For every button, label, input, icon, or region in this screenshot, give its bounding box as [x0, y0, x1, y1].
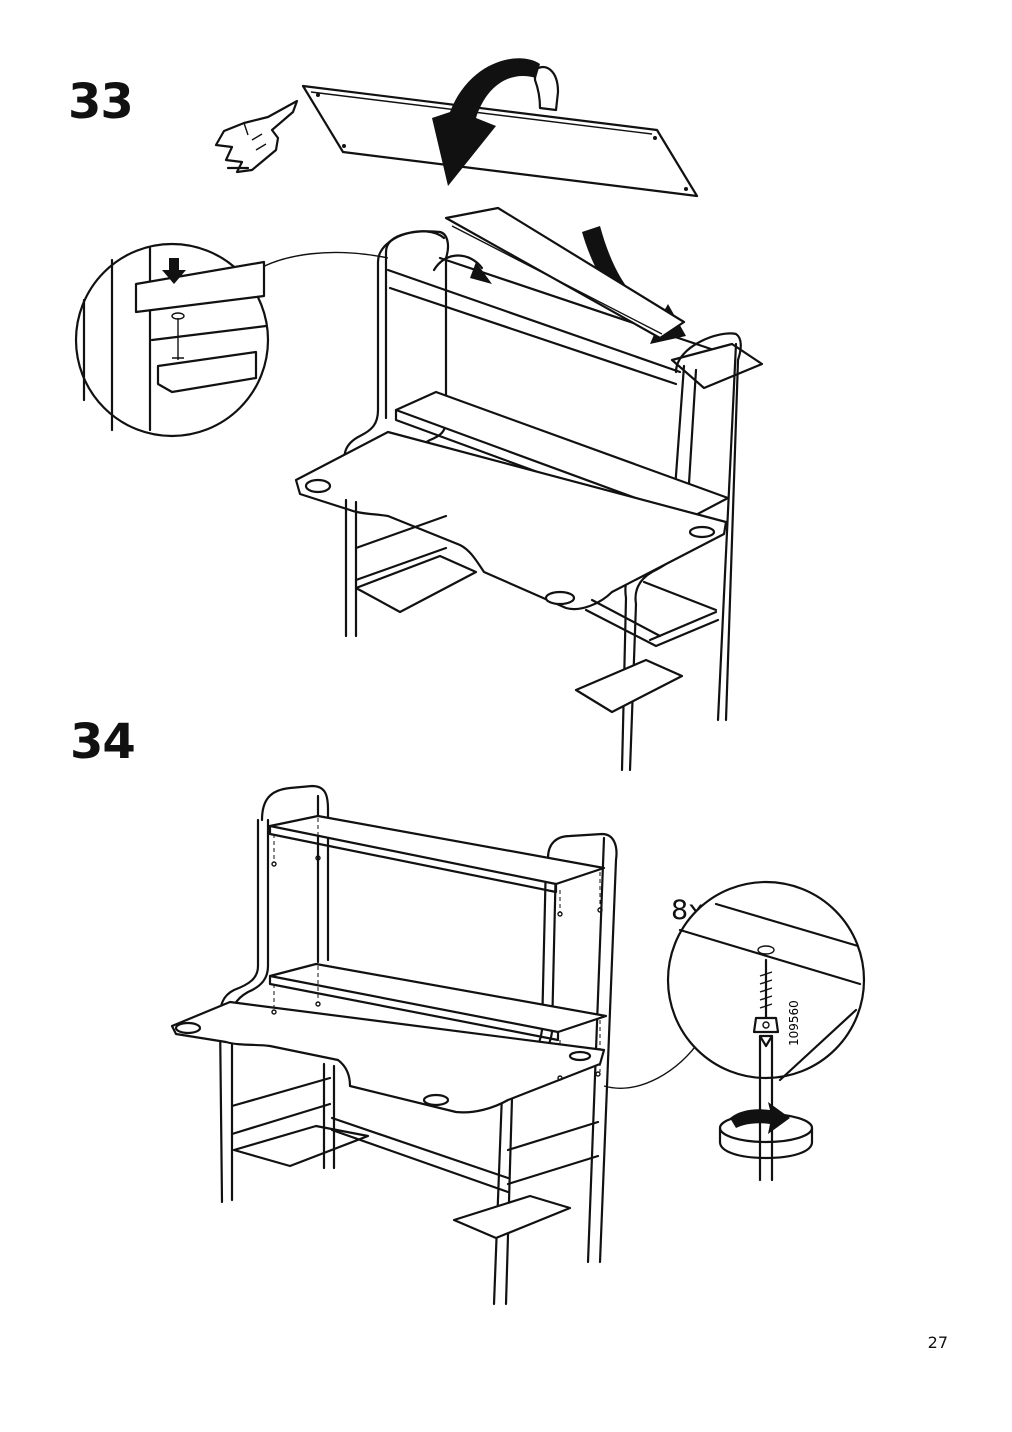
hand-press-icon — [214, 99, 299, 174]
step-33-illustration — [74, 58, 764, 772]
step-number-34: 34 — [70, 714, 136, 770]
top-panel — [301, 84, 699, 198]
down-arrow-icon — [582, 226, 686, 344]
detail-zoom-circle-34: 109560 — [603, 880, 866, 1182]
rotate-arrow-icon — [432, 58, 560, 186]
screw-icon — [752, 958, 780, 1034]
page-number: 27 — [927, 1333, 948, 1352]
screwdriver-turn-icon — [718, 1102, 814, 1160]
detail-zoom-circle — [74, 242, 389, 438]
desk-frame-33 — [294, 206, 764, 772]
screw-marker-group — [271, 855, 603, 1081]
part-number-label: 109560 — [787, 1000, 801, 1046]
step-number-33: 33 — [68, 74, 134, 130]
step-34-illustration: 109560 — [170, 784, 866, 1306]
